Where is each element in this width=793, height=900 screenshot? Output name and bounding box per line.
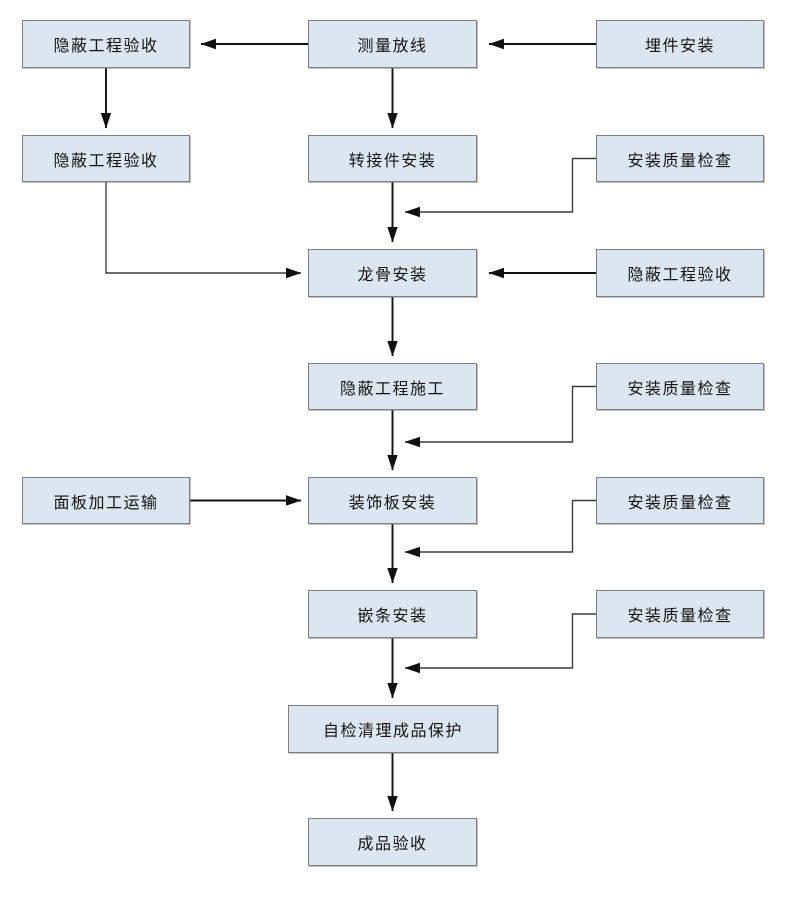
node-label: 龙骨安装 bbox=[357, 267, 428, 284]
node-finished-product-acceptance: 成品验收 bbox=[308, 818, 477, 866]
arrow-hidden2-to-keel bbox=[105, 182, 302, 279]
node-label: 安装质量检查 bbox=[627, 152, 733, 170]
node-label: 成品验收 bbox=[357, 836, 428, 853]
node-adapter-install: 转接件安装 bbox=[308, 135, 477, 182]
node-label: 转接件安装 bbox=[348, 152, 437, 170]
node-hidden-works-acceptance-3: 隐蔽工程验收 bbox=[596, 249, 764, 297]
node-hidden-works-acceptance-2: 隐蔽工程验收 bbox=[22, 135, 190, 182]
node-label: 隐蔽工程施工 bbox=[339, 380, 445, 398]
node-install-quality-check-1: 安装质量检查 bbox=[596, 135, 764, 182]
node-label: 自检清理成品保护 bbox=[322, 723, 463, 740]
node-decorative-panel-install: 装饰板安装 bbox=[308, 477, 477, 524]
node-label: 安装质量检查 bbox=[627, 494, 733, 512]
node-label: 安装质量检查 bbox=[627, 380, 733, 398]
node-label: 隐蔽工程验收 bbox=[53, 38, 159, 55]
node-label: 安装质量检查 bbox=[627, 608, 733, 625]
node-hidden-works-acceptance-1: 隐蔽工程验收 bbox=[22, 20, 190, 68]
node-label: 隐蔽工程验收 bbox=[627, 267, 733, 284]
node-install-quality-check-2: 安装质量检查 bbox=[596, 363, 764, 410]
node-label: 面板加工运输 bbox=[53, 494, 159, 512]
node-install-quality-check-3: 安装质量检查 bbox=[596, 477, 764, 524]
node-embed-parts-install: 埋件安装 bbox=[596, 20, 764, 68]
node-measure-layout: 测量放线 bbox=[308, 20, 477, 68]
node-label: 测量放线 bbox=[357, 38, 428, 55]
node-keel-install: 龙骨安装 bbox=[308, 249, 477, 297]
node-hidden-works-construction: 隐蔽工程施工 bbox=[308, 363, 477, 410]
node-panel-processing-transport: 面板加工运输 bbox=[22, 477, 190, 524]
node-self-check-cleanup-protection: 自检清理成品保护 bbox=[288, 705, 498, 753]
node-label: 埋件安装 bbox=[644, 38, 715, 55]
node-install-quality-check-4: 安装质量检查 bbox=[596, 590, 764, 638]
node-label: 嵌条安装 bbox=[357, 608, 428, 625]
node-label: 隐蔽工程验收 bbox=[53, 152, 159, 170]
node-trim-strip-install: 嵌条安装 bbox=[308, 590, 477, 638]
node-label: 装饰板安装 bbox=[348, 494, 437, 512]
